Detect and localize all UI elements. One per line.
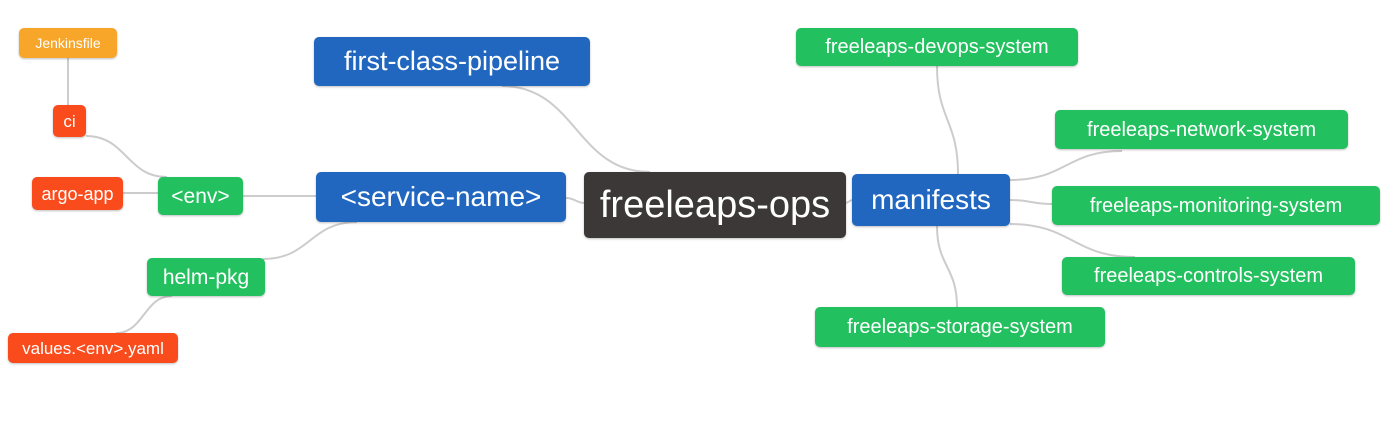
edge-manifests-freeleaps-monitoring-system — [1009, 199, 1053, 205]
edge-freeleaps-devops-system-manifests — [936, 65, 959, 175]
edge-service-name-freeleaps-ops — [565, 197, 586, 204]
node-argo-app[interactable]: argo-app — [32, 177, 123, 210]
edge-manifests-freeleaps-network-system — [1009, 150, 1123, 181]
node-ci[interactable]: ci — [53, 105, 86, 137]
edge-ci-env — [85, 135, 168, 178]
edge-manifests-freeleaps-storage-system — [936, 225, 958, 308]
edge-manifests-freeleaps-controls-system — [1009, 223, 1136, 258]
node-freeleaps-storage-system[interactable]: freeleaps-storage-system — [815, 307, 1105, 347]
node-env[interactable]: <env> — [158, 177, 243, 215]
node-first-class-pipeline[interactable]: first-class-pipeline — [314, 37, 590, 86]
node-manifests[interactable]: manifests — [852, 174, 1010, 226]
node-freeleaps-ops[interactable]: freeleaps-ops — [584, 172, 846, 238]
edge-helm-pkg-values-env-yaml — [115, 295, 173, 334]
edge-first-class-pipeline-freeleaps-ops — [501, 85, 651, 173]
node-service-name[interactable]: <service-name> — [316, 172, 566, 222]
node-freeleaps-controls-system[interactable]: freeleaps-controls-system — [1062, 257, 1355, 295]
node-freeleaps-network-system[interactable]: freeleaps-network-system — [1055, 110, 1348, 149]
node-jenkinsfile[interactable]: Jenkinsfile — [19, 28, 117, 58]
edge-service-name-helm-pkg — [262, 221, 358, 260]
node-freeleaps-devops-system[interactable]: freeleaps-devops-system — [796, 28, 1078, 66]
node-values-env-yaml[interactable]: values.<env>.yaml — [8, 333, 178, 363]
node-freeleaps-monitoring-system[interactable]: freeleaps-monitoring-system — [1052, 186, 1380, 225]
node-helm-pkg[interactable]: helm-pkg — [147, 258, 265, 296]
